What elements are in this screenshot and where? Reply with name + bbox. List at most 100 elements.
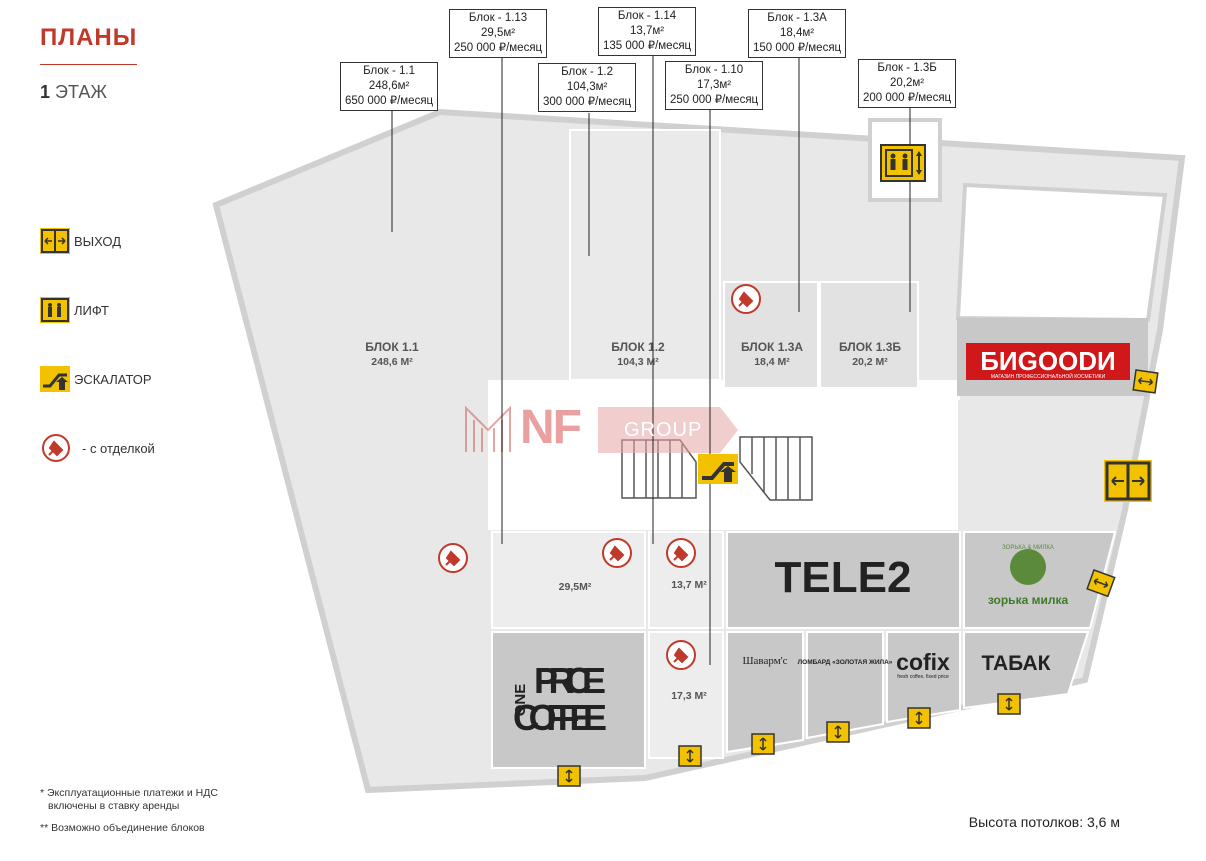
tenant-onepricecoffee-one: ONE	[512, 684, 529, 717]
callout-area: 104,3м²	[566, 81, 608, 93]
callout-name: Блок - 1.2	[561, 66, 614, 78]
unit-cofix	[886, 631, 961, 724]
exit-icon	[826, 721, 850, 743]
callout-price: 300 000 ₽/месяц	[543, 96, 632, 108]
block-name: БЛОК 1.2	[611, 340, 665, 354]
finishing-icon	[40, 434, 72, 462]
callout-name: Блок - 1.13	[468, 12, 528, 24]
exit-icon	[997, 693, 1021, 715]
legend-elevator: ЛИФТ	[40, 297, 109, 323]
callout-block-1-2: Блок - 1.2 104,3м² 300 000 ₽/месяц	[538, 63, 637, 112]
block-area: 18,4 М²	[754, 356, 790, 368]
exit-icon	[557, 765, 581, 787]
floor-word: ЭТАЖ	[55, 82, 107, 102]
callout-block-1-10: Блок - 1.10 17,3м² 250 000 ₽/месяц	[665, 61, 764, 110]
footnote-combine: ** Возможно объединение блоков	[40, 822, 205, 834]
callout-price: 250 000 ₽/месяц	[454, 42, 543, 54]
finishing-icon	[438, 543, 468, 573]
finishing-icon	[666, 640, 696, 670]
legend-escalator: ЭСКАЛАТОР	[40, 366, 152, 392]
block-area: 248,6 М²	[371, 356, 413, 368]
tenant-onepricecoffee-coffee: COFFEE	[513, 697, 607, 738]
unit-onepricecoffee	[491, 631, 646, 769]
callout-area: 29,5м²	[481, 27, 516, 39]
callout-block-1-3b: Блок - 1.3Б 20,2м² 200 000 ₽/месяц	[858, 59, 957, 108]
callout-block-1-13: Блок - 1.13 29,5м² 250 000 ₽/месяц	[449, 9, 548, 58]
callout-block-1-3a: Блок - 1.3А 18,4м² 150 000 ₽/месяц	[748, 9, 847, 58]
floor-label: 1 ЭТАЖ	[40, 82, 107, 103]
page-title: ПЛАНЫ	[40, 24, 138, 51]
exit-icon	[907, 707, 931, 729]
tenant-tabak: ТАБАК	[982, 652, 1051, 675]
callout-area: 18,4м²	[780, 27, 815, 39]
footnote-payments: * Эксплуатационные платежи и НДС включен…	[40, 787, 218, 813]
floor-number: 1	[40, 82, 51, 102]
unit-lombard	[806, 631, 884, 740]
callout-block-1-1: Блок - 1.1 248,6м² 650 000 ₽/месяц	[340, 62, 439, 111]
tenant-shawarma: Шаварм'с	[742, 655, 787, 667]
footnote-line: * Эксплуатационные платежи и НДС	[40, 787, 218, 799]
tenant-bigoodi-subtitle: МАГАЗИН ПРОФЕССИОНАЛЬНОЙ КОСМЕТИКИ	[991, 372, 1106, 380]
unit-tele2	[726, 531, 961, 629]
callout-price: 250 000 ₽/месяц	[670, 94, 759, 106]
legend-elevator-label: ЛИФТ	[74, 302, 109, 318]
tenant-cofix: cofix	[896, 649, 950, 675]
elevator-icon	[40, 297, 70, 323]
callout-price: 135 000 ₽/месяц	[603, 40, 692, 52]
legend-finishing-label: - с отделкой	[82, 440, 155, 456]
block-1-13-area: 29,5М²	[558, 581, 592, 593]
callout-price: 200 000 ₽/месяц	[863, 92, 952, 104]
escalator-icon	[40, 366, 70, 392]
watermark-group: GROUP	[624, 419, 703, 441]
legend-exit: ВЫХОД	[40, 228, 121, 254]
block-name: БЛОК 1.3А	[740, 340, 804, 354]
legend-exit-label: ВЫХОД	[74, 233, 122, 249]
unit-1-3b	[819, 281, 919, 389]
block-1-2-label: БЛОК 1.2 104,3 М²	[598, 340, 678, 370]
callout-price: 150 000 ₽/месяц	[753, 42, 842, 54]
tenant-bigoodi: БИGOODИ	[980, 346, 1116, 376]
ceiling-height: Высота потолков: 3,6 м	[968, 814, 1120, 830]
callout-block-1-14: Блок - 1.14 13,7м² 135 000 ₽/месяц	[598, 7, 697, 56]
exit-icon	[1132, 369, 1159, 394]
escalator-icon	[698, 454, 738, 484]
tenant-lombard: ЛОМБАРД «ЗОЛОТАЯ ЖИЛА»	[798, 659, 893, 666]
callout-price: 650 000 ₽/месяц	[345, 95, 434, 107]
exit-icon	[1104, 460, 1152, 502]
callout-name: Блок - 1.3Б	[877, 62, 937, 74]
finishing-icon	[602, 538, 632, 568]
exit-icon	[1086, 569, 1116, 598]
block-1-14-area: 13,7 М²	[671, 579, 707, 591]
escalator-right	[739, 436, 813, 501]
block-name: БЛОК 1.3Б	[838, 340, 902, 354]
callout-area: 20,2м²	[890, 77, 925, 89]
callout-area: 13,7м²	[630, 25, 665, 37]
block-1-3b-label: БЛОК 1.3Б 20,2 М²	[830, 340, 910, 370]
block-area: 104,3 М²	[617, 356, 659, 368]
block-name: БЛОК 1.1	[365, 340, 419, 354]
block-1-1-label: БЛОК 1.1 248,6 М²	[352, 340, 432, 370]
legend-escalator-label: ЭСКАЛАТОР	[74, 371, 152, 387]
unit-1-2	[569, 129, 721, 381]
elevator-icon	[880, 144, 926, 182]
tenant-onepricecoffee-price: PRICE	[534, 660, 606, 701]
exit-icon	[40, 228, 70, 254]
exit-icon	[751, 733, 775, 755]
block-1-10-area: 17,3 М²	[671, 690, 707, 702]
callout-name: Блок - 1.10	[684, 64, 744, 76]
finishing-icon	[731, 284, 761, 314]
exit-icon	[678, 745, 702, 767]
callout-name: Блок - 1.1	[363, 65, 416, 77]
unit-tabak	[963, 631, 1090, 710]
callout-area: 248,6м²	[368, 80, 410, 92]
watermark-brand: NF	[520, 401, 582, 454]
tenant-tele2: TELE2	[775, 553, 912, 602]
callout-area: 17,3м²	[697, 79, 732, 91]
finishing-icon	[666, 538, 696, 568]
tenant-zorka-top: ЗОРЬКА & МИЛКА	[1002, 545, 1054, 551]
legend-finishing: - с отделкой	[40, 434, 155, 462]
callout-name: Блок - 1.3А	[767, 12, 827, 24]
unit-shawarma	[726, 631, 804, 754]
block-1-3a-label: БЛОК 1.3А 18,4 М²	[732, 340, 812, 370]
